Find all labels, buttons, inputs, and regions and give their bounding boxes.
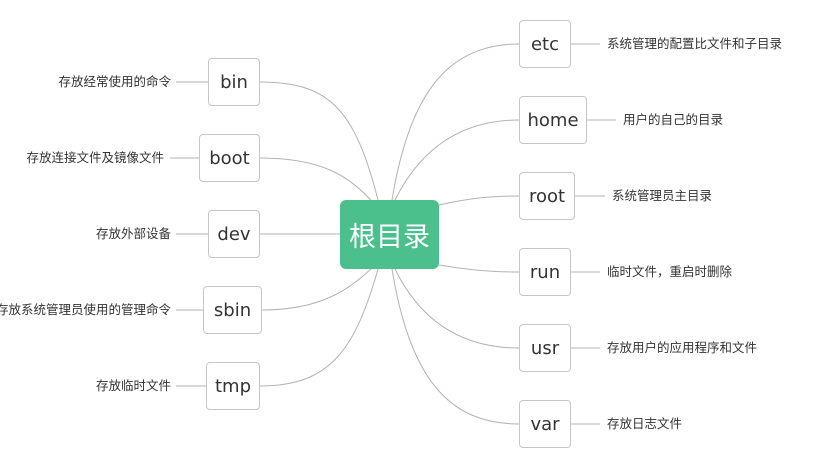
desc-etc: 系统管理的配置比文件和子目录 bbox=[607, 36, 783, 51]
connector-etc bbox=[391, 43, 520, 201]
connector-boot bbox=[259, 157, 376, 206]
connector-bin bbox=[259, 81, 379, 201]
dir-node-run[interactable]: run bbox=[519, 248, 571, 296]
connector-sbin bbox=[261, 264, 376, 311]
dir-node-tmp[interactable]: tmp bbox=[206, 362, 260, 410]
dir-node-bin[interactable]: bin bbox=[208, 58, 260, 106]
desc-sbin: 存放系统管理员使用的管理命令 bbox=[0, 302, 171, 317]
connector-var bbox=[391, 268, 520, 425]
desc-dev: 存放外部设备 bbox=[95, 226, 171, 241]
dir-node-etc[interactable]: etc bbox=[519, 20, 571, 68]
connector-run bbox=[438, 264, 520, 273]
dir-node-home[interactable]: home bbox=[519, 96, 587, 144]
desc-tmp: 存放临时文件 bbox=[95, 378, 171, 393]
dir-node-sbin[interactable]: sbin bbox=[203, 286, 262, 334]
dir-node-boot[interactable]: boot bbox=[199, 134, 260, 182]
root-directory-node[interactable]: 根目录 bbox=[340, 200, 439, 269]
dir-node-root[interactable]: root bbox=[519, 172, 575, 220]
dir-node-var[interactable]: var bbox=[519, 400, 571, 448]
desc-usr: 存放用户的应用程序和文件 bbox=[607, 340, 758, 355]
connector-tmp bbox=[259, 268, 379, 387]
connector-root bbox=[438, 195, 520, 206]
desc-home: 用户的自己的目录 bbox=[623, 112, 724, 127]
dir-node-usr[interactable]: usr bbox=[519, 324, 571, 372]
desc-bin: 存放经常使用的命令 bbox=[58, 74, 171, 89]
desc-var: 存放日志文件 bbox=[607, 416, 683, 431]
dir-node-dev[interactable]: dev bbox=[208, 210, 260, 258]
connector-home bbox=[394, 119, 520, 201]
desc-root: 系统管理员主目录 bbox=[612, 188, 713, 203]
desc-run: 临时文件，重启时删除 bbox=[607, 264, 733, 279]
desc-boot: 存放连接文件及镜像文件 bbox=[26, 150, 164, 165]
connector-usr bbox=[394, 268, 520, 349]
